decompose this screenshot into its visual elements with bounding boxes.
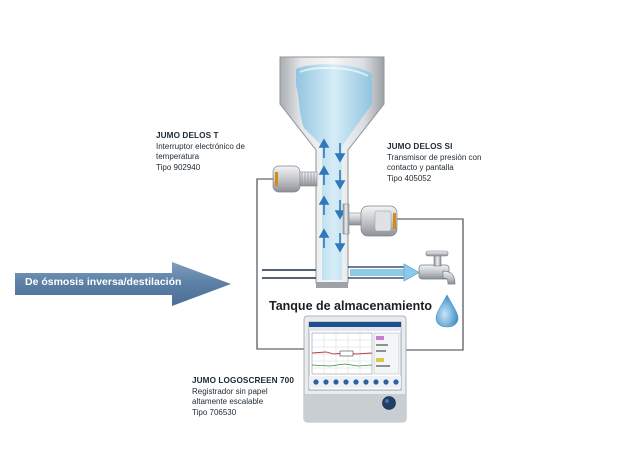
- tank-label: Tanque de almacenamiento: [269, 299, 433, 313]
- inflow-label: De ósmosis inversa/destilación: [25, 276, 182, 288]
- signal-wiring: [256, 178, 464, 351]
- delos-si-title: JUMO DELOS SI: [387, 142, 453, 151]
- delos-t-desc-line2: temperatura: [156, 152, 200, 161]
- logoscreen-recorder: [303, 315, 407, 423]
- water-drop: [435, 294, 459, 328]
- logoscreen-desc-line2: altamente escalable: [192, 397, 264, 406]
- logoscreen-type: Tipo 706530: [192, 407, 237, 417]
- flow-arrows: [318, 138, 346, 253]
- delos-t-type: Tipo 902940: [156, 162, 201, 172]
- logoscreen-title: JUMO LOGOSCREEN 700: [192, 376, 294, 385]
- delos-si-desc-line2: contacto y pantalla: [387, 163, 454, 172]
- outlet-pipe: [348, 263, 420, 282]
- storage-tank: [279, 56, 385, 288]
- delos-si-label: JUMO DELOS SI Transmisor de presión con …: [387, 142, 481, 184]
- delos-t-title: JUMO DELOS T: [156, 131, 219, 140]
- delos-si-type: Tipo 405052: [387, 173, 432, 183]
- delos-t-desc-line1: Interruptor electrónico de: [156, 141, 245, 151]
- delos-t-label: JUMO DELOS T Interruptor electrónico de …: [156, 131, 245, 173]
- delos-si-sensor: [342, 203, 398, 237]
- inflow-arrow: [15, 262, 231, 306]
- inlet-pipe: [262, 269, 316, 279]
- delos-si-desc-line1: Transmisor de presión con: [387, 152, 482, 162]
- logoscreen-label: JUMO LOGOSCREEN 700 Registrador sin pape…: [192, 376, 294, 418]
- delos-t-sensor: [272, 165, 318, 193]
- logoscreen-desc-line1: Registrador sin papel: [192, 386, 268, 396]
- water-tap: [418, 250, 456, 285]
